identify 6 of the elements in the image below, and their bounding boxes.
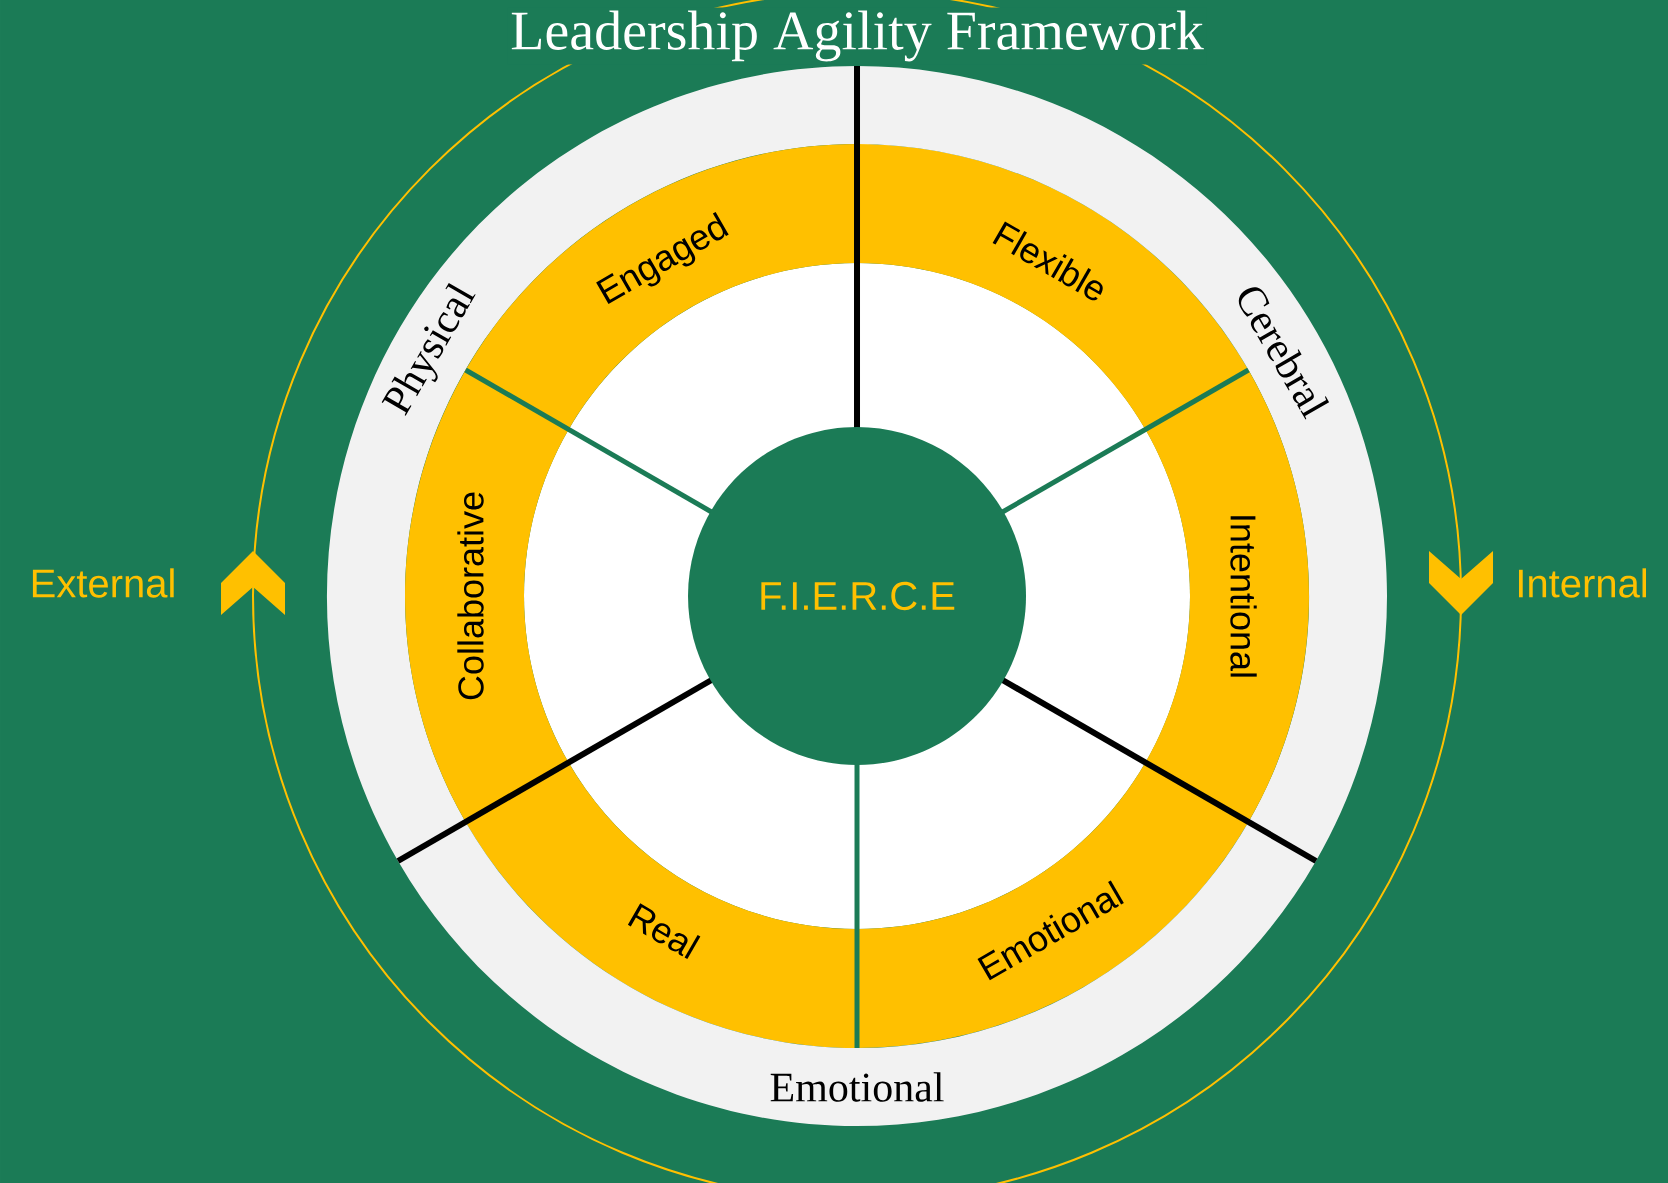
node-label: Collaborative (457, 492, 484, 700)
node-label: Intentional (1230, 516, 1257, 677)
segment: Real (465, 762, 857, 1048)
side-label: External (32, 568, 174, 598)
title: Leadership Agility Framework (507, 7, 1207, 65)
side-label: Internal (1519, 568, 1647, 598)
